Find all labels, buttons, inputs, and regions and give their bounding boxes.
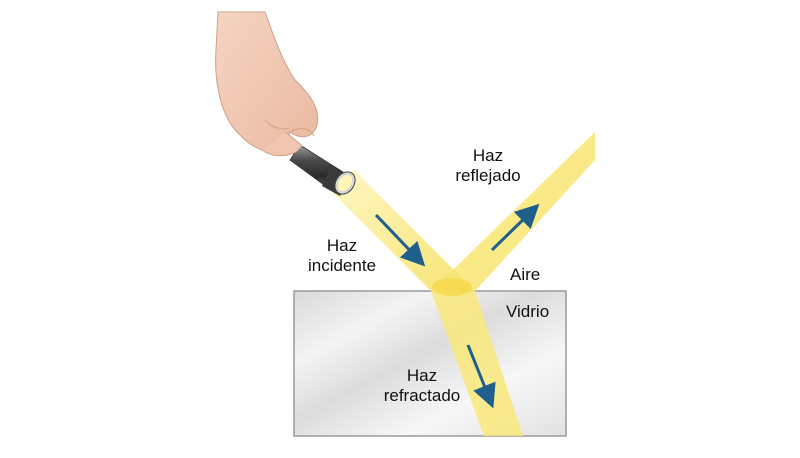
- incidence-point-glow: [432, 278, 472, 296]
- refracted-arrow: [466, 344, 496, 409]
- incident-beam-label: Haz incidente: [300, 236, 384, 276]
- air-medium-label: Aire: [510, 265, 541, 284]
- reflected-beam-label: Haz reflejado: [438, 146, 538, 186]
- refracted-label-line2: refractado: [383, 386, 461, 405]
- incident-label-line2: incidente: [307, 256, 377, 275]
- glass-block: [293, 290, 567, 437]
- reflected-arrow: [490, 203, 540, 252]
- refracted-label-line1: Haz: [406, 366, 438, 385]
- incident-beam: [327, 170, 475, 291]
- glass-medium-label: Vidrio: [506, 302, 550, 321]
- reflected-label-line2: reflejado: [455, 166, 521, 185]
- hand-icon: [215, 11, 319, 157]
- flashlight-icon: [289, 144, 356, 196]
- incident-arrow: [374, 213, 426, 267]
- reflected-label-line1: Haz: [472, 146, 504, 165]
- reflected-beam: [431, 132, 595, 291]
- refracted-beam-label: Haz refractado: [372, 366, 472, 406]
- incident-label-line1: Haz: [326, 236, 358, 255]
